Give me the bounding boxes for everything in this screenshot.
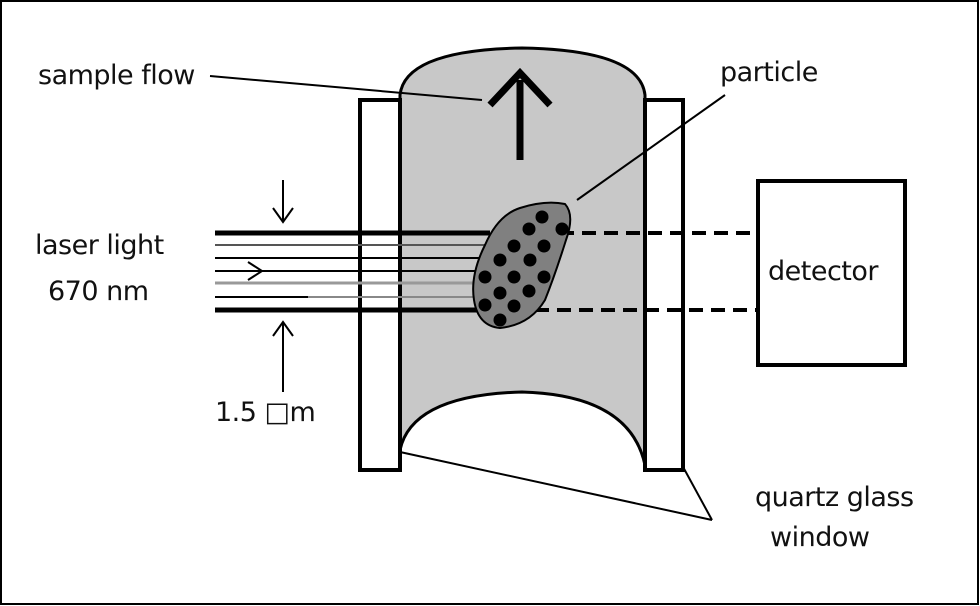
sample-flow-label: sample flow: [38, 60, 195, 91]
particle-dots: [478, 210, 569, 327]
sample-flow-leader: [209, 75, 483, 101]
particle-label: particle: [720, 57, 818, 88]
particle-dot: [522, 222, 536, 236]
particle-leader: [576, 94, 726, 201]
particle-dot: [507, 299, 521, 313]
window-label-line2: window: [770, 522, 870, 553]
particle-dot: [537, 270, 551, 284]
particle-dot: [523, 253, 537, 267]
particle-dot: [493, 313, 507, 327]
detector-label: detector: [768, 256, 879, 287]
beam-width-down-arrow-icon: [272, 180, 294, 224]
window-label-line1: quartz glass: [755, 482, 914, 513]
particle-dot: [478, 270, 492, 284]
particle-dot: [535, 210, 549, 224]
particle-dot: [507, 270, 521, 284]
wavelength-label: 670 nm: [48, 276, 149, 307]
particle-dot: [522, 284, 536, 298]
particle-dot: [507, 239, 521, 253]
laser-light-label: laser light: [35, 230, 164, 261]
beam-width-up-arrow-icon: [272, 320, 294, 392]
laser-beam: [215, 230, 490, 313]
left-quartz-window: [358, 98, 402, 472]
particle-dot: [478, 298, 492, 312]
particle-dot: [493, 286, 507, 300]
beam-direction-arrow-icon: [247, 261, 264, 281]
window-leader-left: [399, 451, 713, 521]
particle-dot: [537, 239, 551, 253]
right-quartz-window: [643, 98, 685, 472]
window-leader-right: [681, 464, 713, 521]
flow-arrow-icon: [487, 67, 553, 160]
beam-width-label: 1.5 □m: [215, 397, 316, 428]
detector-box: [756, 179, 907, 367]
particle-dot: [555, 222, 569, 236]
particle-dot: [493, 253, 507, 267]
